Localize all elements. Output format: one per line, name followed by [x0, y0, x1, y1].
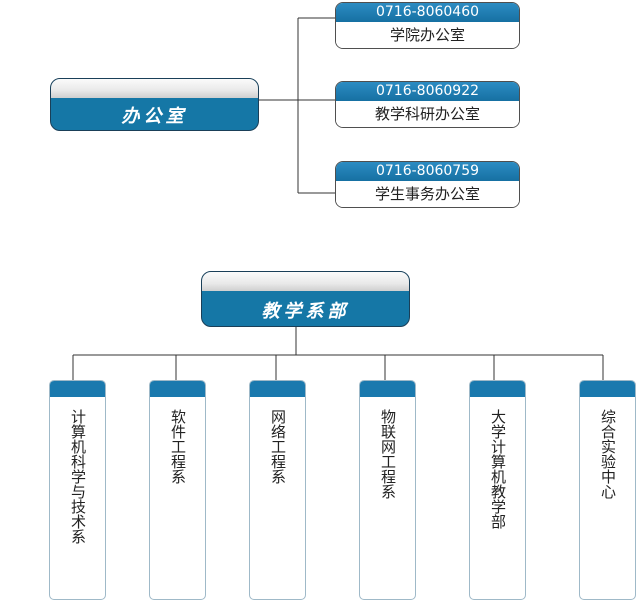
- dept-box-1-label: 计算机科学与技术系: [69, 409, 87, 544]
- dept-box-3: 网络工程系: [249, 380, 306, 600]
- departments-box: 教学系部: [201, 271, 410, 327]
- dept-box-4-label: 物联网工程系: [379, 409, 397, 499]
- office-branch-1: 0716-8060460 学院办公室: [335, 2, 520, 49]
- departments-title: 教学系部: [261, 300, 350, 322]
- office-branch-1-name: 学院办公室: [336, 22, 519, 48]
- dept-box-5-header: [470, 381, 525, 397]
- dept-box-3-header: [250, 381, 305, 397]
- office-branch-3-name: 学生事务办公室: [336, 181, 519, 207]
- office-box: 办公室: [50, 78, 259, 131]
- office-branch-2: 0716-8060922 教学科研办公室: [335, 81, 520, 128]
- dept-box-2: 软件工程系: [149, 380, 206, 600]
- dept-box-3-label: 网络工程系: [269, 409, 287, 484]
- dept-box-6: 综合实验中心: [579, 380, 636, 600]
- dept-box-5-label: 大学计算机教学部: [489, 409, 507, 529]
- dept-box-5: 大学计算机教学部: [469, 380, 526, 600]
- departments-box-cap: [202, 272, 409, 291]
- office-branch-2-name: 教学科研办公室: [336, 101, 519, 127]
- dept-box-6-header: [580, 381, 635, 397]
- office-branch-3-phone: 0716-8060759: [336, 162, 519, 181]
- office-branch-3: 0716-8060759 学生事务办公室: [335, 161, 520, 208]
- dept-box-1-header: [50, 381, 105, 397]
- office-branch-1-phone: 0716-8060460: [336, 3, 519, 22]
- office-box-cap: [51, 79, 258, 98]
- dept-box-4: 物联网工程系: [359, 380, 416, 600]
- dept-box-2-header: [150, 381, 205, 397]
- dept-box-2-label: 软件工程系: [169, 409, 187, 484]
- office-title: 办公室: [121, 106, 188, 127]
- dept-box-4-header: [360, 381, 415, 397]
- office-branch-2-phone: 0716-8060922: [336, 82, 519, 101]
- dept-box-6-label: 综合实验中心: [599, 409, 617, 499]
- dept-box-1: 计算机科学与技术系: [49, 380, 106, 600]
